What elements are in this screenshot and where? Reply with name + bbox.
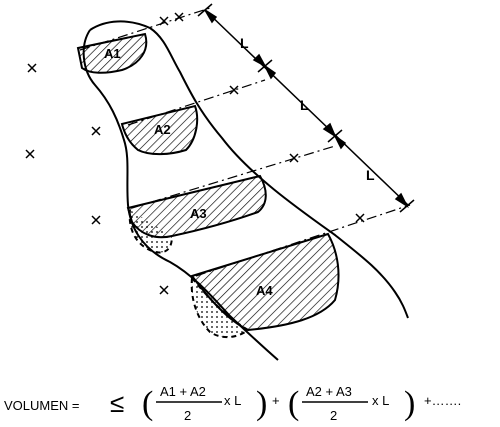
formula-sigma: ≤ [110, 388, 124, 418]
formula-term1-denominator: 2 [184, 408, 191, 423]
section-a4-fill-dotted [190, 275, 250, 338]
spacing-label-2: L [300, 97, 309, 113]
label-a2: A2 [154, 122, 171, 137]
section-axis-lines [79, 7, 411, 277]
section-a2 [120, 104, 199, 156]
spacing-dimension [197, 3, 415, 213]
formula-term1-suffix: x L [224, 393, 241, 408]
formula-term2-numerator: A2 + A3 [306, 384, 352, 399]
section-end-markers [25, 12, 365, 295]
spacing-label-3: L [366, 167, 375, 183]
formula-term2-denominator: 2 [330, 408, 337, 423]
terrain-right-edge [89, 20, 409, 319]
label-a1: A1 [104, 46, 121, 61]
spacing-label-1: L [240, 35, 249, 51]
formula-plus: + [272, 393, 280, 408]
formula-lhs: VOLUMEN = [4, 398, 80, 413]
formula-paren-open-1: ( [142, 385, 153, 422]
formula-paren-open-2: ( [288, 385, 299, 422]
formula-paren-close-1: ) [256, 385, 267, 422]
formula-term2-suffix: x L [372, 393, 389, 408]
label-a3: A3 [190, 206, 207, 221]
volume-formula: VOLUMEN = ≤ ( A1 + A2 2 x L ) + ( A2 + A… [4, 384, 461, 423]
label-a4: A4 [256, 283, 273, 298]
section-a1 [76, 32, 148, 74]
section-a3-fill-dashed [128, 209, 173, 254]
formula-tail: +……. [424, 393, 461, 408]
formula-term1-numerator: A1 + A2 [160, 384, 206, 399]
formula-paren-close-2: ) [404, 385, 415, 422]
